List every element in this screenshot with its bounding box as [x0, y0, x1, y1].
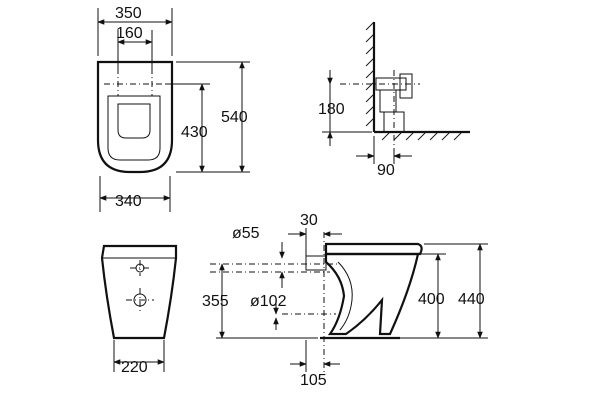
top-view-outline: [96, 60, 174, 174]
dim-overall-height: 440: [458, 291, 485, 308]
fixing-mark-lower: [126, 288, 154, 312]
dim-inlet-height: 180: [318, 101, 345, 118]
trap-path: [337, 261, 353, 331]
dim-base-width: 220: [121, 359, 148, 376]
side-view: ø55 30 355 ø102 105 400 440: [202, 212, 488, 389]
wall-hatch: [365, 21, 375, 127]
fixing-mark-upper: [130, 260, 150, 276]
dim-inlet-offset: 30: [300, 212, 318, 229]
front-view: 220: [100, 244, 178, 376]
dim-fixing-centers: 160: [116, 25, 143, 42]
dim-wall-to-outlet: 90: [377, 162, 395, 179]
dim-overall-length: 540: [221, 109, 248, 126]
dim-overall-width: 350: [115, 5, 142, 22]
dim-bowl-height: 400: [418, 291, 445, 308]
dim-outlet-from-wall: 105: [300, 372, 327, 389]
dim-outlet-diameter: ø102: [250, 293, 287, 310]
seat-lid: [324, 242, 423, 256]
bowl-outline: [324, 252, 420, 336]
connection-detail: 180 90: [318, 21, 470, 179]
seat-inner-outline: [117, 103, 151, 139]
dim-inlet-diameter: ø55: [232, 225, 260, 242]
front-view-outline: [100, 244, 178, 340]
inlet-spigot: [305, 255, 327, 271]
dim-fixing-to-front: 430: [181, 124, 208, 141]
floor-hatch: [381, 131, 463, 141]
dim-bowl-width: 340: [115, 193, 142, 210]
seat-outline: [107, 95, 161, 161]
dim-inlet-height-side: 355: [202, 293, 229, 310]
top-view: 350 160 540 430 340: [96, 5, 250, 212]
inlet-fitting: [399, 73, 413, 99]
